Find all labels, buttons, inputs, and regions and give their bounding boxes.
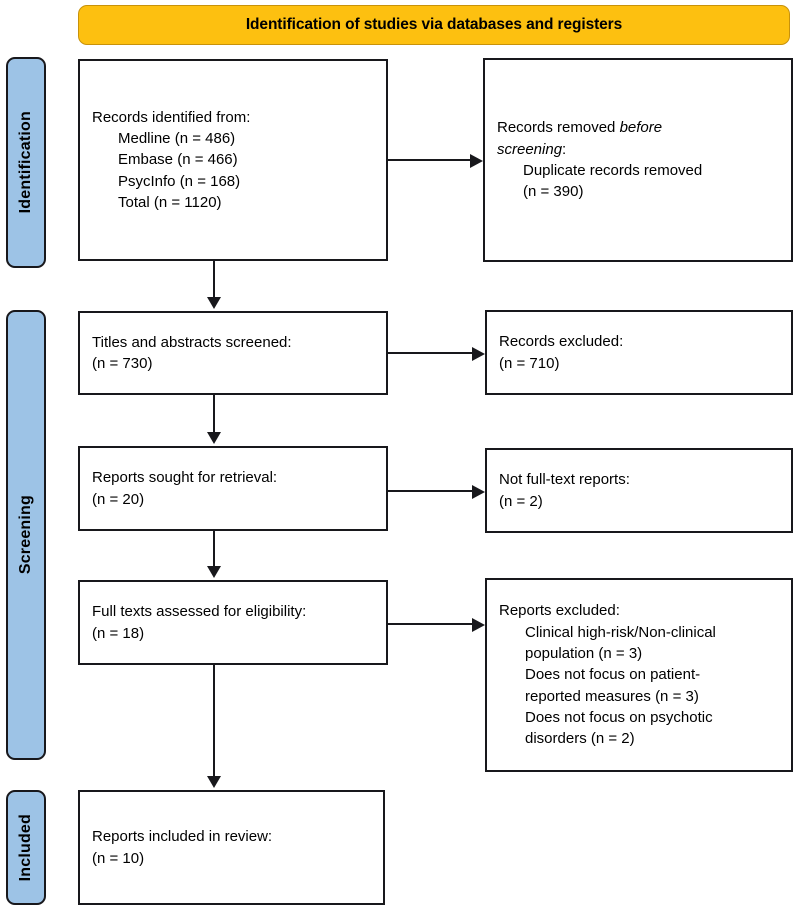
connector-sought-to-fulltext <box>213 531 215 568</box>
records-removed-line2-colon: : <box>562 140 567 158</box>
reports-excluded-line1: Reports excluded: <box>499 602 620 620</box>
reports-included-line1: Reports included in review: <box>92 828 273 846</box>
arrow-right-icon-identified-to-removed <box>470 154 483 168</box>
box-reports-excluded-text: Reports excluded: Clinical high-risk/Non… <box>487 600 791 749</box>
reports-excluded-reason1-b: population (n = 3) <box>525 645 643 663</box>
stage-bar-included: Included <box>6 790 46 905</box>
screened-count: (n = 730) <box>92 355 153 372</box>
records-identified-psycinfo: PsycInfo (n = 168) <box>118 172 241 190</box>
not-full-text-line1: Not full-text reports: <box>499 471 630 489</box>
records-removed-before-emphasis: before <box>619 119 663 137</box>
stage-label-identification: Identification <box>17 111 34 214</box>
reports-included-count: (n = 10) <box>92 849 145 867</box>
full-texts-count: (n = 18) <box>92 624 145 642</box>
records-removed-line1-prefix: Records removed <box>497 119 620 137</box>
header-banner-title: Identification of studies via databases … <box>245 16 623 33</box>
not-full-text-count: (n = 2) <box>499 492 543 510</box>
box-reports-sought: Reports sought for retrieval: (n = 20) <box>78 446 388 531</box>
stage-label-included: Included <box>17 813 34 882</box>
connector-screened-to-sought <box>213 395 215 434</box>
full-texts-line1: Full texts assessed for eligibility: <box>92 603 307 621</box>
header-banner: Identification of studies via databases … <box>78 5 790 45</box>
box-records-identified: Records identified from: Medline (n = 48… <box>78 59 388 261</box>
box-records-removed-text: Records removed before screening: Duplic… <box>485 117 791 202</box>
records-identified-embase: Embase (n = 466) <box>118 151 238 169</box>
records-removed-duplicates: Duplicate records removed <box>523 162 703 179</box>
records-removed-screening-emphasis: screening <box>497 140 563 158</box>
records-removed-line2: screening: <box>497 139 779 160</box>
records-excluded-line1: Records excluded: <box>499 333 624 351</box>
records-removed-count: (n = 390) <box>523 183 584 201</box>
box-records-excluded-text: Records excluded: (n = 710) <box>487 331 791 374</box>
box-titles-abstracts-screened-text: Titles and abstracts screened: (n = 730) <box>80 332 386 375</box>
reports-excluded-reason3-b: disorders (n = 2) <box>525 730 635 748</box>
connector-screened-to-excluded <box>388 352 473 354</box>
connector-fulltext-to-excluded-reports <box>388 623 473 625</box>
stage-bar-screening: Screening <box>6 310 46 760</box>
arrow-down-icon-screened-to-sought <box>207 432 221 444</box>
box-records-identified-text: Records identified from: Medline (n = 48… <box>80 107 386 213</box>
reports-excluded-reason1-a: Clinical high-risk/Non-clinical <box>525 623 716 641</box>
arrow-down-icon-fulltext-to-included <box>207 776 221 788</box>
screened-line1: Titles and abstracts screened: <box>92 333 292 351</box>
records-excluded-count: (n = 710) <box>499 354 560 372</box>
box-records-excluded: Records excluded: (n = 710) <box>485 310 793 395</box>
reports-excluded-reason3-a: Does not focus on psychotic <box>525 708 713 726</box>
arrow-right-icon-fulltext-to-excluded-reports <box>472 618 485 632</box>
box-not-full-text-reports: Not full-text reports: (n = 2) <box>485 448 793 533</box>
records-identified-line1: Records identified from: <box>92 108 251 126</box>
reports-excluded-reason2-a: Does not focus on patient- <box>525 666 701 684</box>
box-records-removed: Records removed before screening: Duplic… <box>483 58 793 262</box>
box-titles-abstracts-screened: Titles and abstracts screened: (n = 730) <box>78 311 388 395</box>
connector-sought-to-notfulltext <box>388 490 473 492</box>
arrow-right-icon-sought-to-notfulltext <box>472 485 485 499</box>
arrow-down-icon-identified-to-screened <box>207 297 221 309</box>
records-identified-medline: Medline (n = 486) <box>118 130 236 148</box>
reports-sought-line1: Reports sought for retrieval: <box>92 469 278 487</box>
connector-identified-to-screened <box>213 261 215 299</box>
box-full-texts-assessed: Full texts assessed for eligibility: (n … <box>78 580 388 665</box>
box-reports-excluded: Reports excluded: Clinical high-risk/Non… <box>485 578 793 772</box>
reports-excluded-reason2-b: reported measures (n = 3) <box>525 687 699 705</box>
connector-fulltext-to-included <box>213 665 215 778</box>
stage-bar-identification: Identification <box>6 57 46 268</box>
box-reports-sought-text: Reports sought for retrieval: (n = 20) <box>80 467 386 510</box>
records-identified-total: Total (n = 1120) <box>118 193 222 211</box>
arrow-down-icon-sought-to-fulltext <box>207 566 221 578</box>
connector-identified-to-removed <box>388 159 471 161</box>
arrow-right-icon-screened-to-excluded <box>472 347 485 361</box>
stage-label-screening: Screening <box>17 495 34 575</box>
reports-sought-count: (n = 20) <box>92 490 145 508</box>
box-reports-included-text: Reports included in review: (n = 10) <box>80 826 383 869</box>
box-not-full-text-reports-text: Not full-text reports: (n = 2) <box>487 469 791 512</box>
box-full-texts-assessed-text: Full texts assessed for eligibility: (n … <box>80 601 386 644</box>
box-reports-included: Reports included in review: (n = 10) <box>78 790 385 905</box>
records-removed-line1: Records removed before <box>497 117 779 138</box>
